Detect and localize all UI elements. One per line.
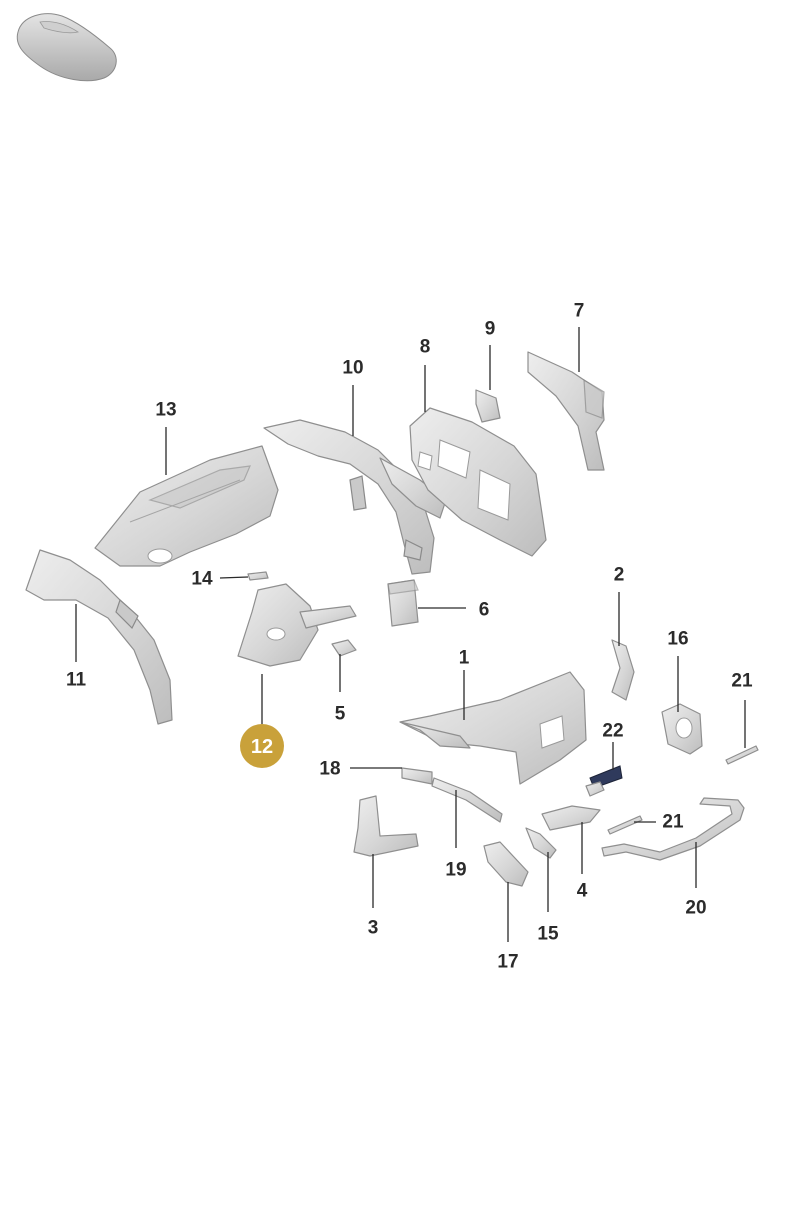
callout-22[interactable]: 22 — [602, 721, 623, 742]
part-15-bracket — [525, 827, 557, 859]
part-22-seal-strip — [585, 765, 623, 797]
part-21-rod-lower — [607, 815, 643, 835]
part-6-foam-block — [387, 579, 419, 627]
callout-2[interactable]: 2 — [614, 565, 625, 586]
part-21-rod-upper — [725, 745, 759, 765]
callout-10[interactable]: 10 — [342, 358, 363, 379]
part-9-small-block — [475, 389, 501, 423]
callout-4[interactable]: 4 — [577, 881, 588, 902]
part-2-vertical-bracket — [611, 639, 635, 701]
car-silhouette-icon[interactable] — [16, 13, 117, 82]
part-7-curved-panel — [527, 351, 605, 471]
highlight-badge — [240, 724, 284, 768]
part-1-front-insulation — [399, 671, 587, 785]
callout-labels: 13 10 8 9 7 11 14 5 6 1 2 16 21 22 18 19… — [66, 301, 753, 973]
part-14-clip — [247, 571, 269, 581]
callout-9[interactable]: 9 — [485, 319, 496, 340]
callout-7[interactable]: 7 — [574, 301, 585, 322]
callout-14[interactable]: 14 — [191, 569, 213, 590]
part-3-bracket — [353, 795, 419, 857]
part-16-mount-plate — [661, 703, 703, 755]
leader-lines — [75, 327, 746, 942]
callout-16[interactable]: 16 — [667, 629, 688, 650]
part-20-tube-frame — [601, 797, 745, 861]
part-8-bulkhead-panel — [409, 407, 547, 557]
callout-21-lower[interactable]: 21 — [662, 812, 684, 833]
part-17-bracket — [483, 841, 529, 887]
callout-15[interactable]: 15 — [537, 924, 559, 945]
callout-13[interactable]: 13 — [155, 400, 176, 421]
part-12-insulation-piece — [237, 583, 357, 667]
part-13-floor-insulation — [94, 445, 279, 567]
callout-19[interactable]: 19 — [445, 860, 466, 881]
part-11-rear-wheel-arch — [25, 549, 173, 725]
callout-12[interactable]: 12 — [251, 736, 273, 758]
callout-20[interactable]: 20 — [685, 898, 706, 919]
part-5-bracket — [331, 639, 357, 657]
callout-21-upper[interactable]: 21 — [731, 671, 753, 692]
part-4-bracket — [541, 805, 601, 831]
callout-17[interactable]: 17 — [497, 952, 518, 973]
callout-6[interactable]: 6 — [479, 600, 490, 621]
callout-5[interactable]: 5 — [335, 704, 346, 725]
part-10-wheel-arch-liner — [263, 419, 447, 575]
part-19-strip — [431, 777, 503, 823]
callout-18[interactable]: 18 — [319, 759, 340, 780]
callout-8[interactable]: 8 — [420, 337, 431, 358]
callout-1[interactable]: 1 — [459, 648, 470, 669]
callout-3[interactable]: 3 — [368, 918, 379, 939]
callout-11[interactable]: 11 — [66, 670, 87, 691]
part-18-strip — [401, 767, 433, 785]
callout-12-highlight[interactable]: 12 — [240, 724, 284, 768]
